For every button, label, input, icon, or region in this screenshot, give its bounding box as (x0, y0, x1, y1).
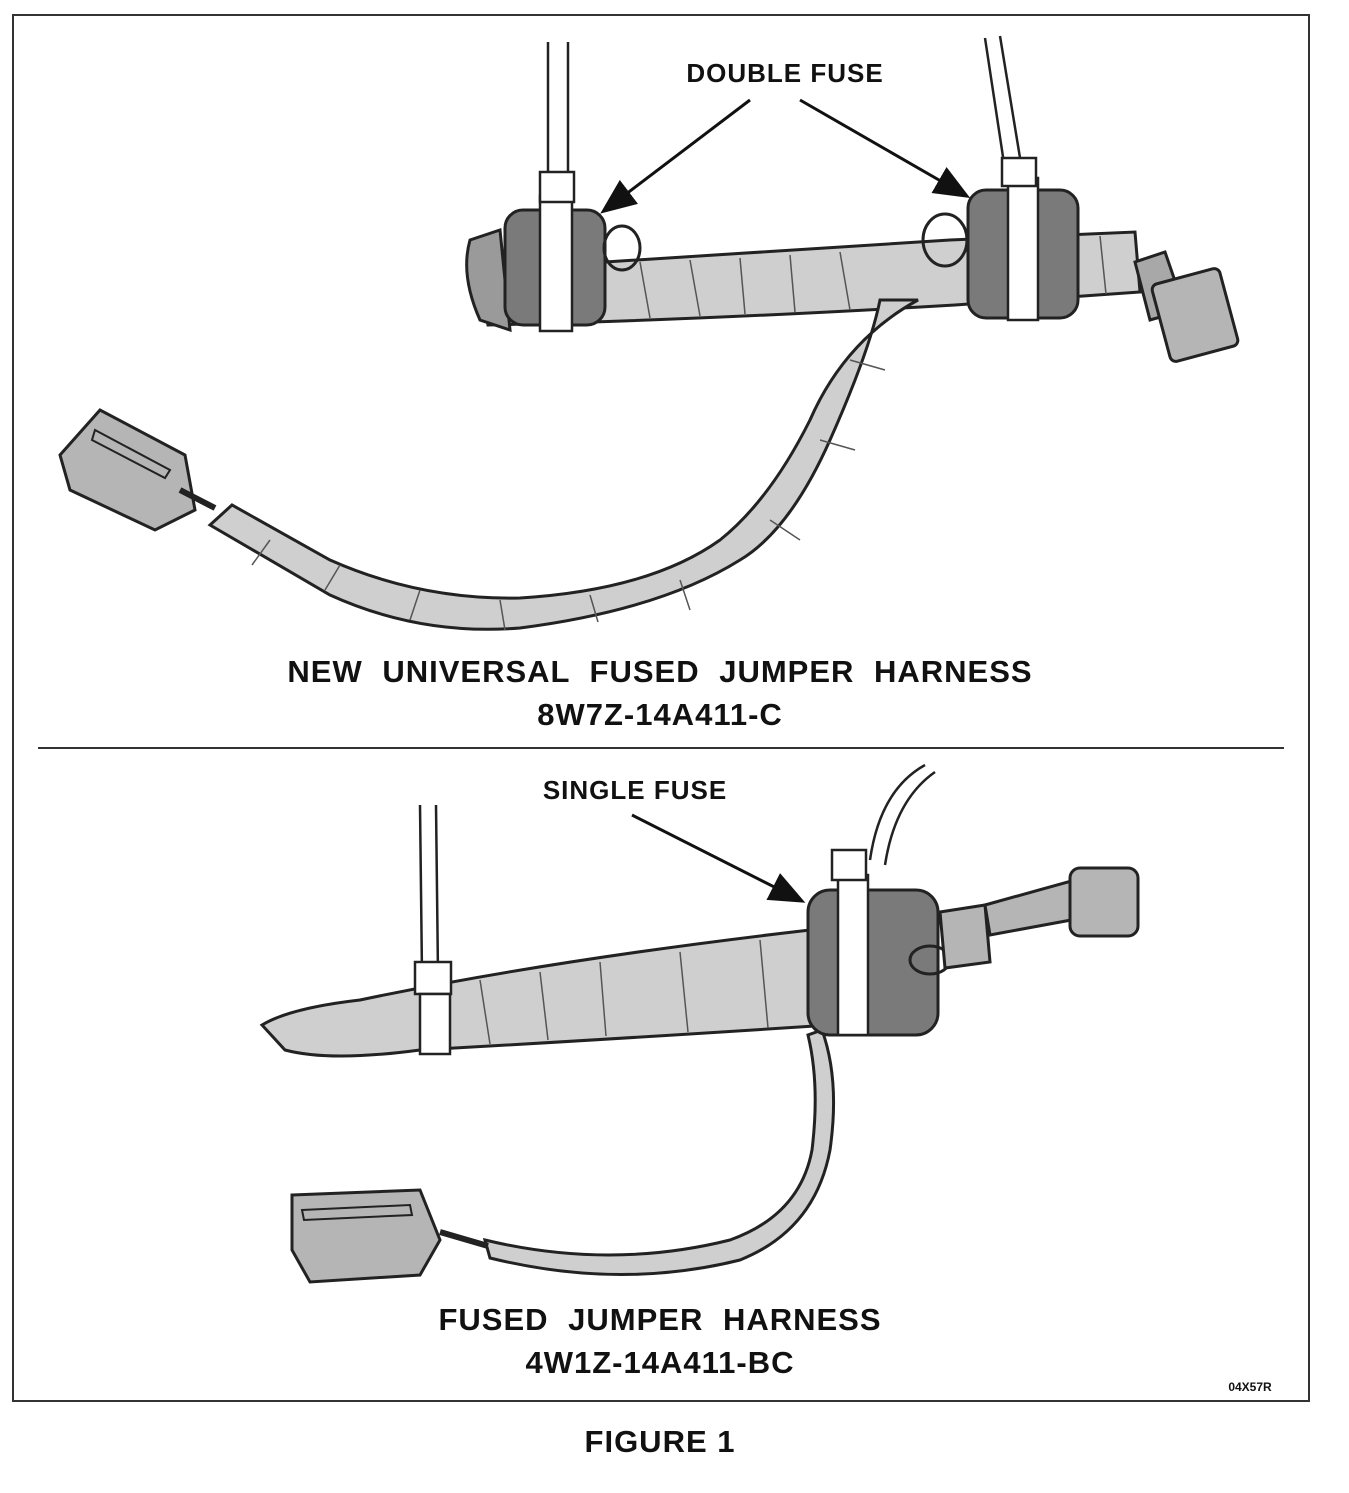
top-right-fuse (921, 176, 1080, 322)
top-left-cable-tie (538, 170, 576, 204)
double-fuse-callout: DOUBLE FUSE (686, 58, 884, 88)
bottom-left-connector (290, 1188, 489, 1284)
bottom-harness-title: FUSED JUMPER HARNESS (438, 1302, 882, 1337)
top-harness-part-number: 8W7Z-14A411-C (537, 697, 783, 732)
bottom-harness (259, 763, 1140, 1284)
bottom-right-connector (938, 866, 1140, 970)
double-fuse-arrows (600, 98, 971, 214)
top-left-fuse (465, 194, 642, 333)
bottom-single-fuse (806, 873, 952, 1037)
top-harness (58, 35, 1240, 631)
bottom-sleeve-tie-band (418, 992, 452, 1056)
top-branch-cable (207, 298, 919, 631)
top-branch-tape (251, 359, 886, 631)
single-fuse-callout: SINGLE FUSE (542, 775, 728, 805)
bottom-sleeve-cable-tie (413, 960, 453, 996)
figure-reference-code: 04X57R (1228, 1380, 1272, 1394)
bottom-sleeve-tape (479, 939, 769, 1045)
single-fuse-arrow (631, 813, 806, 903)
bottom-fuse-cable-tie (830, 848, 868, 882)
bottom-harness-part-number: 4W1Z-14A411-BC (525, 1345, 795, 1380)
figure-frame (12, 14, 1310, 1402)
bottom-hanging-wires (418, 763, 936, 976)
top-right-connector (1133, 250, 1240, 363)
top-harness-title: NEW UNIVERSAL FUSED JUMPER HARNESS (287, 654, 1033, 689)
top-hanging-wires (546, 35, 1024, 180)
bottom-lead-cable (482, 1028, 836, 1276)
top-right-cable-tie (1000, 156, 1038, 188)
top-left-connector (58, 408, 217, 532)
figure-caption: FIGURE 1 (584, 1424, 736, 1459)
bottom-main-sleeve (259, 928, 832, 1058)
